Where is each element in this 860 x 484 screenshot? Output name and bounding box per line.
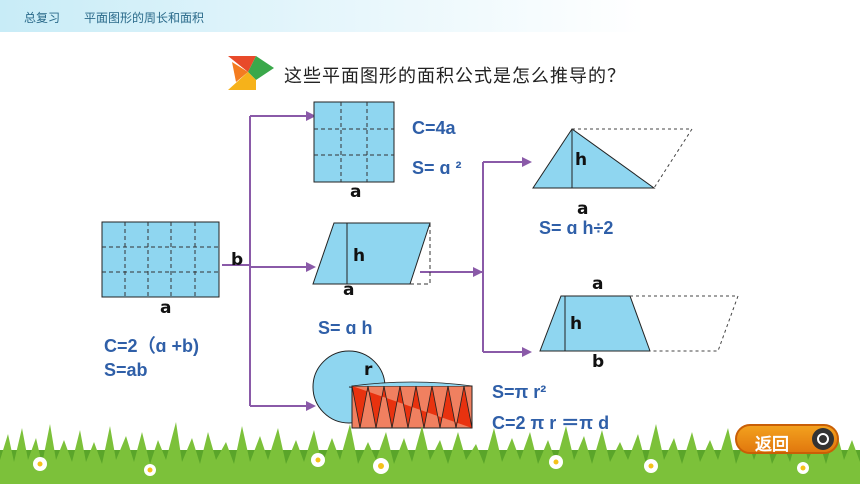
colorful-logo-icon	[228, 56, 274, 90]
chapter-title: 总复习	[24, 11, 61, 25]
circle-area-formula: S=π r²	[492, 382, 547, 402]
rect-side-a-label: a	[160, 298, 172, 318]
back-button[interactable]: 返回	[735, 424, 839, 455]
triangle-shape	[532, 128, 693, 189]
circle-perimeter-formula: C=2 π r ＝π d	[492, 413, 610, 433]
rect-side-b-label: b	[231, 250, 244, 270]
tri-base-label: a	[577, 199, 589, 219]
square-side-label: a	[350, 182, 362, 202]
square-perimeter-formula: C=4a	[412, 118, 456, 138]
arrowheads	[306, 111, 532, 411]
rect-area-formula: S=ab	[104, 360, 148, 380]
square-shape	[313, 101, 395, 183]
question-text: 这些平面图形的面积公式是怎么推导的？	[284, 66, 626, 87]
rectangle-shape	[101, 221, 220, 298]
parallelogram-shape	[312, 222, 431, 285]
grass-decoration	[0, 422, 860, 484]
rect-perimeter-formula: C=2（ɑ +b)	[104, 336, 200, 356]
derivation-arrows	[222, 115, 524, 407]
para-height-label: h	[353, 246, 366, 266]
para-base-label: a	[343, 280, 355, 300]
para-area-formula: S= ɑ h	[318, 318, 373, 338]
tri-height-label: h	[575, 150, 588, 170]
square-area-formula: S= ɑ ²	[412, 158, 462, 178]
trap-height-label: h	[570, 314, 583, 334]
back-arrow-icon	[812, 428, 834, 450]
header-bar: 总复习 平面图形的周长和面积	[0, 0, 860, 32]
trapezoid-shape	[539, 295, 739, 352]
topic-title: 平面图形的周长和面积	[84, 11, 205, 25]
trap-bottom-label: b	[592, 352, 605, 372]
back-button-label: 返回	[755, 435, 789, 455]
circle-radius-label: r	[364, 360, 373, 380]
circle-sector-strip	[351, 381, 473, 429]
trap-top-label: a	[592, 274, 604, 294]
tri-area-formula: S= ɑ h÷2	[539, 218, 614, 238]
